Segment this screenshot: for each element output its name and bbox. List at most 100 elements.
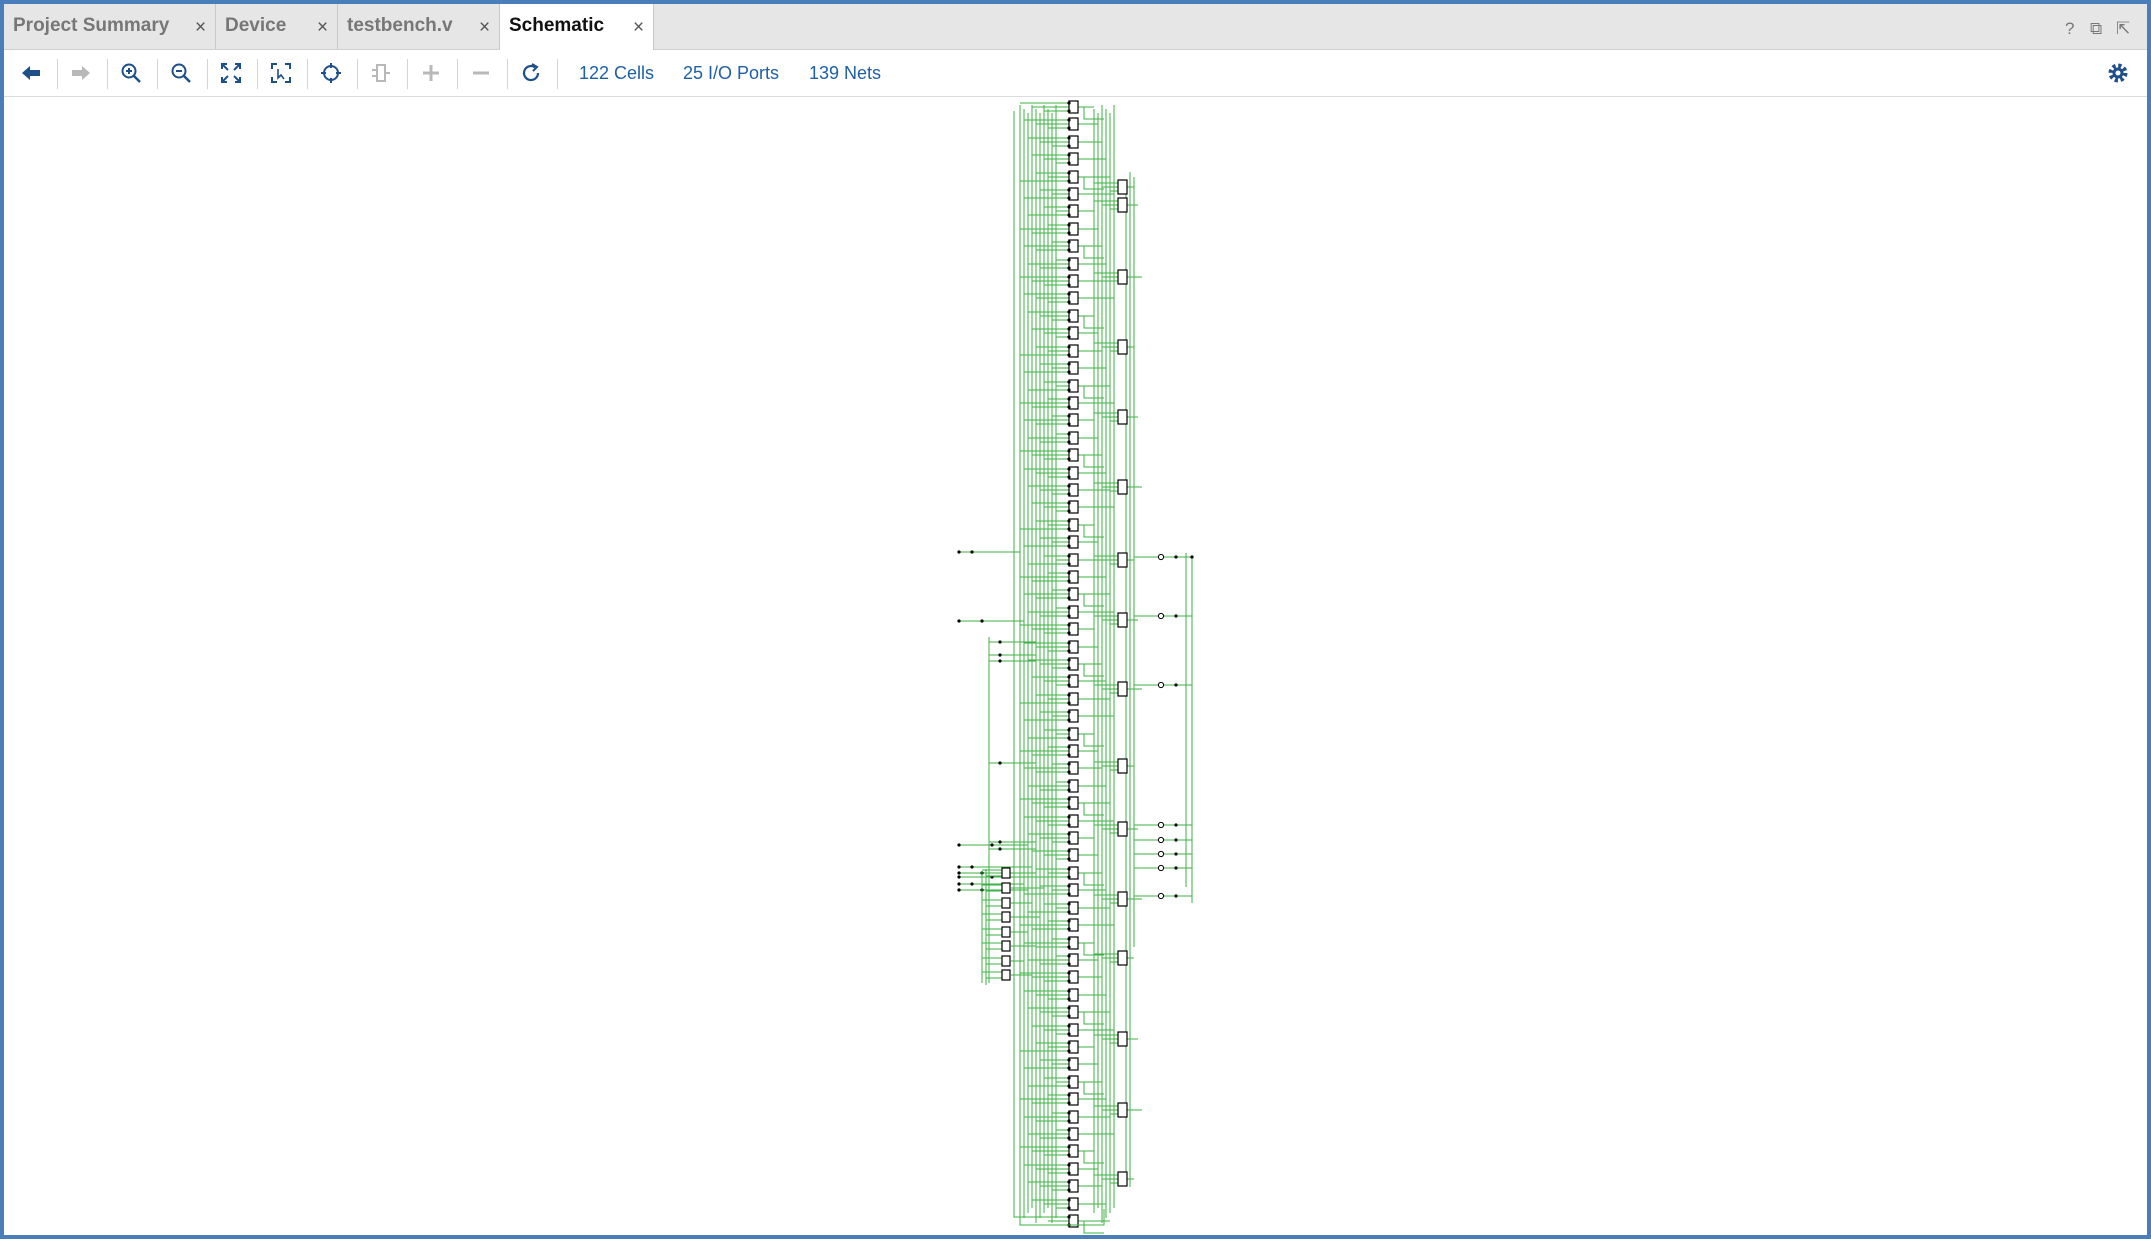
- pin-dot: [1067, 283, 1071, 287]
- cell: [1117, 339, 1128, 355]
- collapse-icon[interactable]: [367, 59, 395, 87]
- pin-dot: [1067, 118, 1071, 122]
- pin-dot: [1067, 675, 1071, 679]
- cell: [1117, 552, 1128, 568]
- tab-schematic[interactable]: Schematic ×: [500, 4, 654, 50]
- back-arrow-icon[interactable]: [17, 59, 45, 87]
- cell: [1068, 483, 1079, 497]
- tab-label: Device: [225, 15, 287, 36]
- net-wire: [1078, 176, 1104, 190]
- cell: [1068, 1144, 1079, 1158]
- cell: [1068, 901, 1079, 915]
- cell: [1068, 135, 1079, 149]
- cell: [1068, 814, 1079, 828]
- pin-dot: [1067, 492, 1071, 496]
- schematic-diagram[interactable]: [4, 97, 2147, 1235]
- net-wire: [1078, 315, 1104, 329]
- pin-dot: [1067, 318, 1071, 322]
- pin-dot: [1067, 1119, 1071, 1123]
- cell: [1068, 152, 1079, 166]
- pin-dot: [998, 840, 1002, 844]
- collapse-minus-icon[interactable]: [467, 59, 495, 87]
- pin-dot: [980, 619, 984, 623]
- cell: [1068, 796, 1079, 810]
- pin-dot: [1067, 258, 1071, 262]
- pin-dot: [1067, 248, 1071, 252]
- pin-dot: [1174, 823, 1178, 827]
- zoom-in-icon[interactable]: [117, 59, 145, 87]
- cell: [1117, 197, 1128, 213]
- pin-dot: [1067, 300, 1071, 304]
- cell: [1001, 955, 1011, 967]
- pin-dot: [1067, 527, 1071, 531]
- cell: [1068, 1023, 1079, 1037]
- pin-dot: [1067, 240, 1071, 244]
- pin-dot: [1067, 683, 1071, 687]
- pin-dot: [1067, 231, 1071, 235]
- restore-icon[interactable]: ⧉: [2090, 19, 2103, 38]
- net-wire: [1078, 106, 1104, 120]
- cell: [1068, 779, 1079, 793]
- cell: [1117, 1102, 1128, 1118]
- pin-dot: [1067, 292, 1071, 296]
- close-icon[interactable]: ×: [633, 17, 645, 38]
- cells-count-link[interactable]: 122 Cells: [579, 63, 655, 83]
- cell: [1117, 1171, 1128, 1187]
- pin-dot: [1067, 701, 1071, 705]
- gear-icon[interactable]: [2104, 59, 2132, 87]
- pin-dot: [1067, 266, 1071, 270]
- close-icon[interactable]: ×: [479, 17, 491, 38]
- toolbar-separator: [57, 59, 58, 89]
- pin-dot: [1067, 467, 1071, 471]
- tab-label: testbench.v: [347, 15, 453, 36]
- help-icon[interactable]: ?: [2065, 19, 2075, 38]
- refresh-icon[interactable]: [517, 59, 545, 87]
- forward-arrow-icon[interactable]: [67, 59, 95, 87]
- pin-dot: [1067, 509, 1071, 513]
- pin-dot: [970, 865, 974, 869]
- schematic-canvas[interactable]: [4, 97, 2147, 1235]
- tab-project-summary[interactable]: Project Summary ×: [4, 4, 216, 49]
- expand-plus-icon[interactable]: [417, 59, 445, 87]
- cell: [1068, 500, 1079, 514]
- output-port: [1157, 553, 1165, 561]
- cell: [1001, 969, 1011, 981]
- tab-testbench[interactable]: testbench.v ×: [338, 4, 500, 49]
- close-icon[interactable]: ×: [317, 17, 329, 38]
- io-ports-count-link[interactable]: 25 I/O Ports: [683, 63, 780, 83]
- pin-dot: [1067, 1136, 1071, 1140]
- cell: [1117, 950, 1128, 966]
- pin-dot: [1067, 1066, 1071, 1070]
- float-icon[interactable]: ⇱: [2116, 19, 2131, 38]
- zoom-area-icon[interactable]: [267, 59, 295, 87]
- cell: [1068, 326, 1079, 340]
- crosshair-icon[interactable]: [317, 59, 345, 87]
- tab-device[interactable]: Device ×: [216, 4, 338, 49]
- cell: [1068, 257, 1079, 271]
- pin-dot: [1067, 153, 1071, 157]
- nets-count-link[interactable]: 139 Nets: [809, 63, 882, 83]
- cell: [1068, 117, 1079, 131]
- pin-dot: [1067, 736, 1071, 740]
- cell: [1068, 918, 1079, 932]
- pin-dot: [1067, 910, 1071, 914]
- close-icon[interactable]: ×: [195, 17, 207, 38]
- zoom-out-icon[interactable]: [167, 59, 195, 87]
- cell: [1117, 891, 1128, 907]
- pin-dot: [1067, 213, 1071, 217]
- pin-dot: [1067, 631, 1071, 635]
- cell: [1068, 848, 1079, 862]
- pin-dot: [1067, 370, 1071, 374]
- pin-dot: [1067, 519, 1071, 523]
- cell: [1117, 409, 1128, 425]
- cell: [1001, 926, 1011, 938]
- toolbar-separator: [307, 59, 308, 89]
- pin-dot: [1174, 683, 1178, 687]
- zoom-fit-icon[interactable]: [217, 59, 245, 87]
- net-wire: [1078, 942, 1104, 956]
- pin-dot: [1067, 536, 1071, 540]
- cell: [1068, 379, 1079, 393]
- toolbar-separator: [107, 59, 108, 89]
- cell: [1117, 1031, 1128, 1047]
- cell: [1068, 1005, 1079, 1019]
